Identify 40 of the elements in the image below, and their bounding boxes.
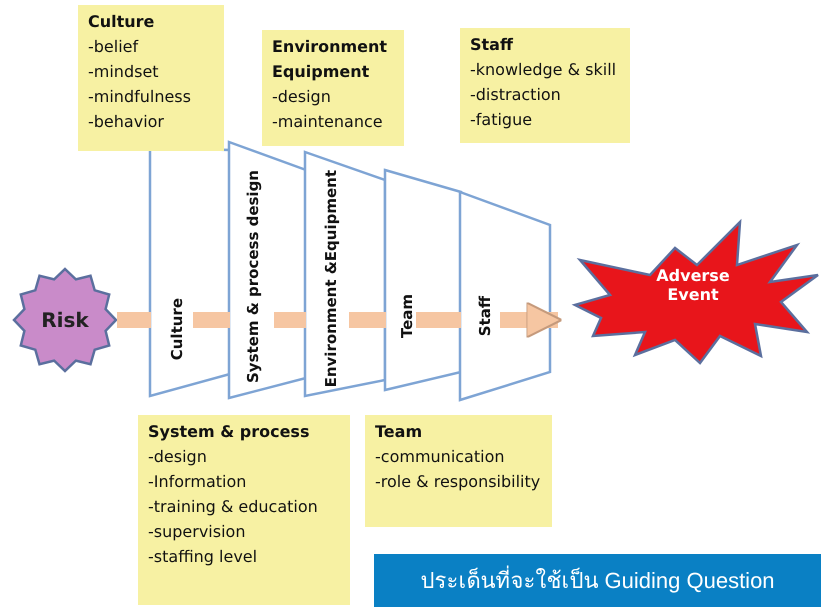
note-card bbox=[262, 30, 404, 146]
note-item: -design bbox=[148, 446, 208, 468]
note-item: -staffing level bbox=[148, 546, 258, 568]
note-item: -distraction bbox=[470, 84, 562, 106]
note-item: -behavior bbox=[88, 111, 165, 133]
note-item: -belief bbox=[88, 36, 140, 58]
note-item: -maintenance bbox=[272, 111, 384, 133]
note-item: -design bbox=[272, 86, 332, 108]
panel-label: Environment &Equipment bbox=[322, 170, 340, 388]
connector-bar bbox=[193, 312, 230, 328]
panel-label: Staff bbox=[476, 296, 494, 336]
panel-label: System & process design bbox=[244, 170, 262, 383]
note-item: -fatigue bbox=[470, 109, 534, 131]
note-heading: Team bbox=[375, 421, 424, 443]
note-item: -role & responsibility bbox=[375, 471, 542, 493]
connector-bar bbox=[117, 312, 151, 328]
note-heading: System & process bbox=[148, 421, 310, 443]
note-card bbox=[460, 28, 630, 143]
note-item: -communication bbox=[375, 446, 506, 468]
note-heading: Culture bbox=[88, 11, 156, 33]
note-heading: Environment Equipment bbox=[272, 36, 388, 83]
node-label: Risk bbox=[41, 308, 89, 332]
connector-bar bbox=[349, 312, 386, 328]
note-item: -supervision bbox=[148, 521, 246, 543]
connector-bar bbox=[274, 312, 306, 328]
note-item: -knowledge & skill bbox=[470, 59, 618, 81]
banner: ประเด็นที่จะใช้เป็น Guiding Question bbox=[374, 554, 821, 607]
panel-label: Culture bbox=[168, 298, 186, 360]
note-card bbox=[365, 415, 552, 527]
arrow bbox=[500, 301, 563, 339]
note-heading: Staff bbox=[470, 34, 514, 56]
note-item: -mindfulness bbox=[88, 86, 192, 108]
node-label: Adverse Event bbox=[655, 266, 731, 304]
note-card bbox=[78, 5, 224, 151]
note-item: -Information bbox=[148, 471, 248, 493]
connector-bar bbox=[416, 312, 461, 328]
note-item: -mindset bbox=[88, 61, 160, 83]
panel-label: Team bbox=[398, 294, 416, 338]
note-item: -training & education bbox=[148, 496, 319, 518]
note-card bbox=[138, 415, 350, 605]
